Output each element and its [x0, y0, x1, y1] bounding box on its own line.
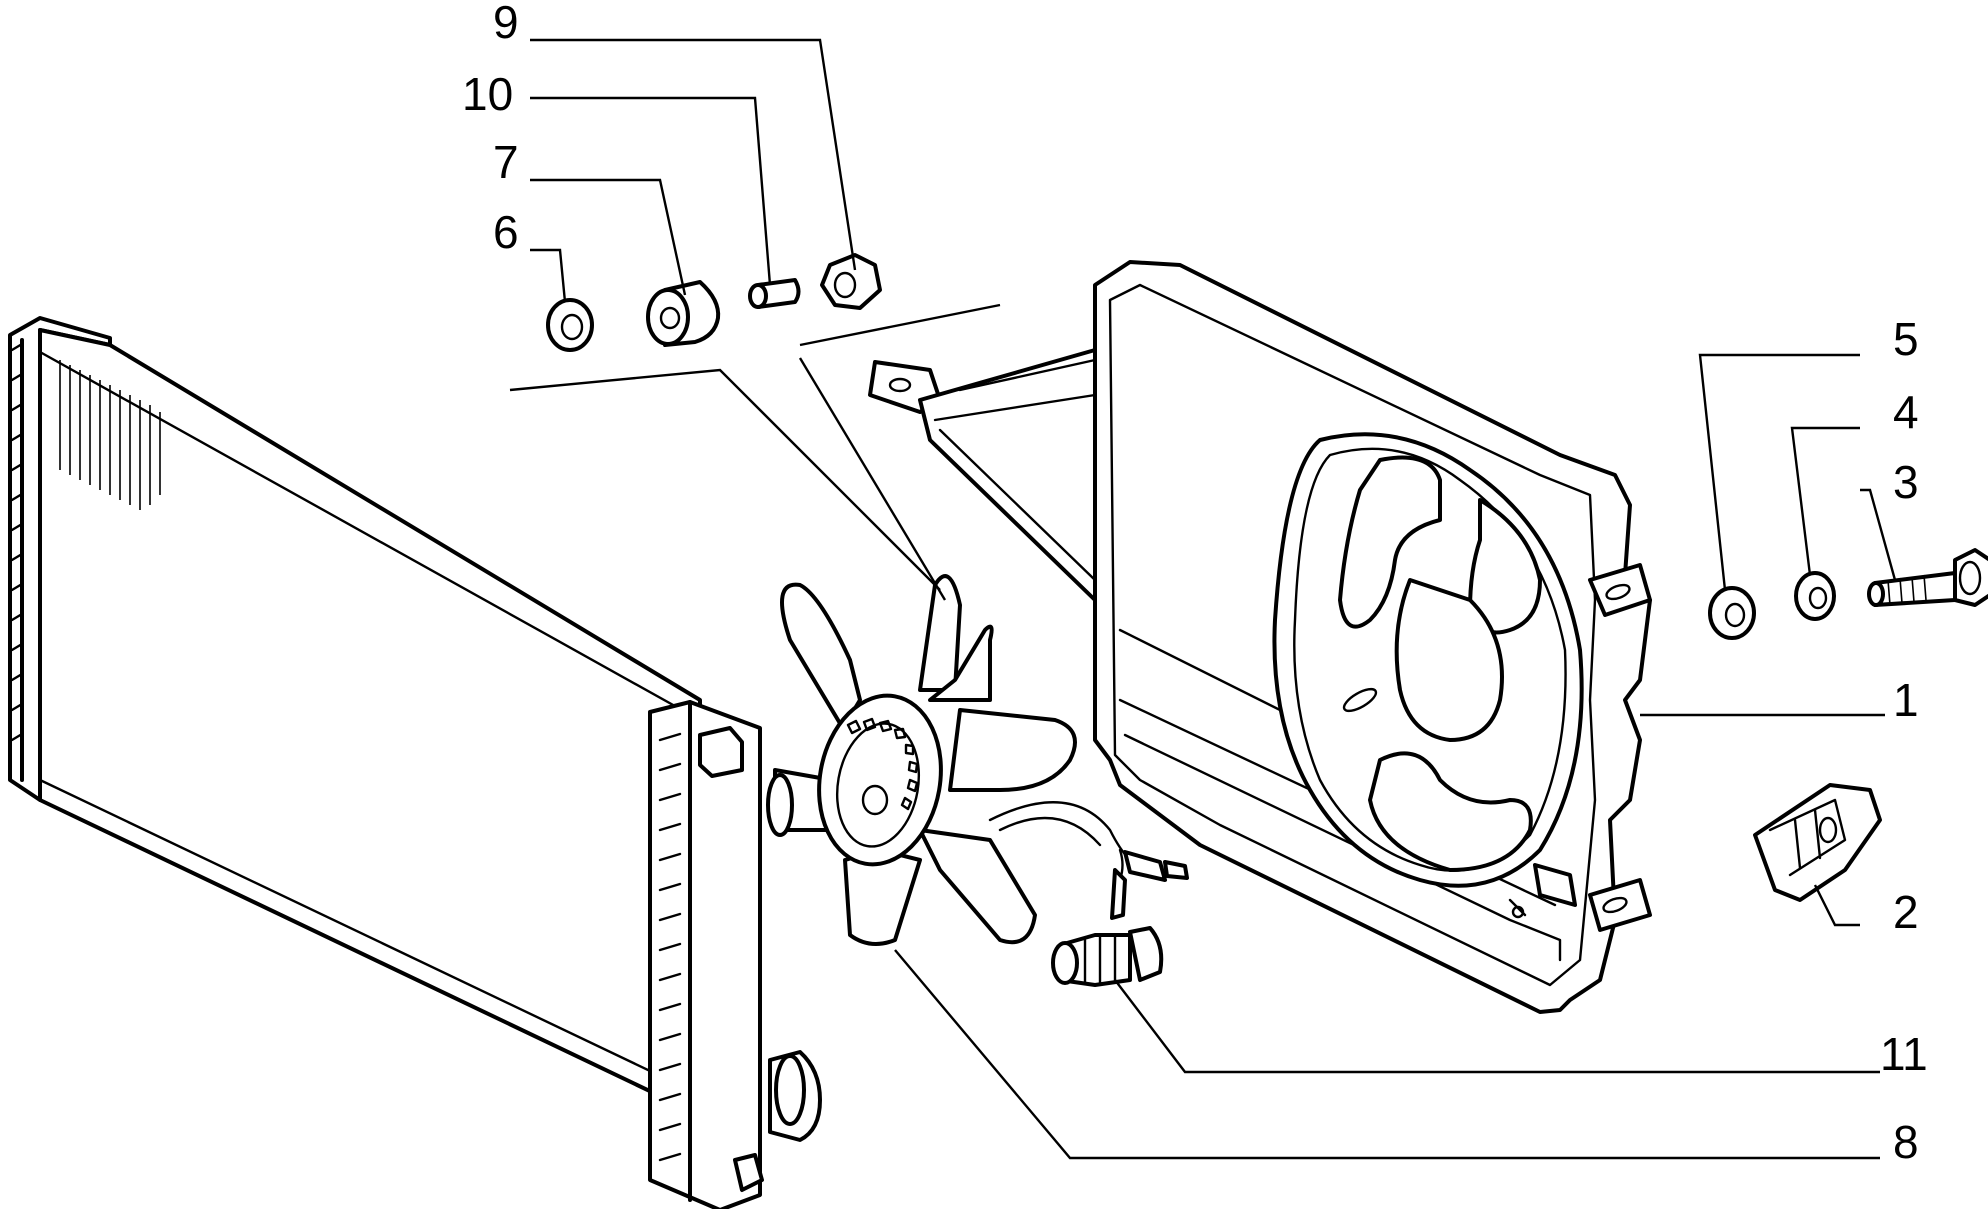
guide-line-c	[798, 357, 947, 601]
callout-5: 5	[1893, 313, 1919, 365]
leader-2	[1813, 884, 1860, 927]
thermo-switch	[1051, 926, 1164, 987]
leader-9	[530, 38, 857, 271]
leader-4	[1790, 426, 1860, 576]
guide-line-a	[509, 368, 941, 591]
callout-1: 1	[1893, 674, 1919, 726]
leader-lines	[509, 38, 1897, 1160]
leader-11	[1114, 979, 1880, 1074]
part-2-mount-block	[1753, 783, 1882, 902]
guide-line-b	[799, 303, 1001, 347]
callout-8: 8	[1893, 1116, 1919, 1168]
radiator	[8, 316, 822, 1209]
part-10-pin	[748, 278, 801, 309]
part-5-washer	[1708, 586, 1756, 640]
callout-4: 4	[1893, 386, 1919, 438]
leader-5	[1698, 353, 1860, 591]
callout-9: 9	[493, 0, 519, 48]
leader-10	[530, 96, 772, 286]
leader-8	[894, 949, 1880, 1160]
callout-7: 7	[493, 136, 519, 188]
callout-10: 10	[462, 68, 513, 120]
callout-3: 3	[1893, 456, 1919, 508]
callout-2: 2	[1893, 886, 1919, 938]
callout-labels: 9 10 7 6 5 4 3 1 2 11 8	[462, 0, 1928, 1168]
leader-3	[1860, 488, 1897, 581]
electric-fan-assembly	[766, 574, 1189, 946]
part-3-bolt	[1867, 548, 1988, 607]
part-9-nut	[820, 253, 882, 310]
part-4-washer	[1794, 571, 1836, 621]
part-7-bush	[646, 280, 721, 347]
leader-6	[530, 248, 567, 303]
callout-6: 6	[493, 206, 519, 258]
callout-11: 11	[1880, 1028, 1928, 1080]
leader-7	[530, 178, 687, 296]
part-6-washer	[546, 298, 594, 352]
fan-shroud	[868, 260, 1652, 1014]
